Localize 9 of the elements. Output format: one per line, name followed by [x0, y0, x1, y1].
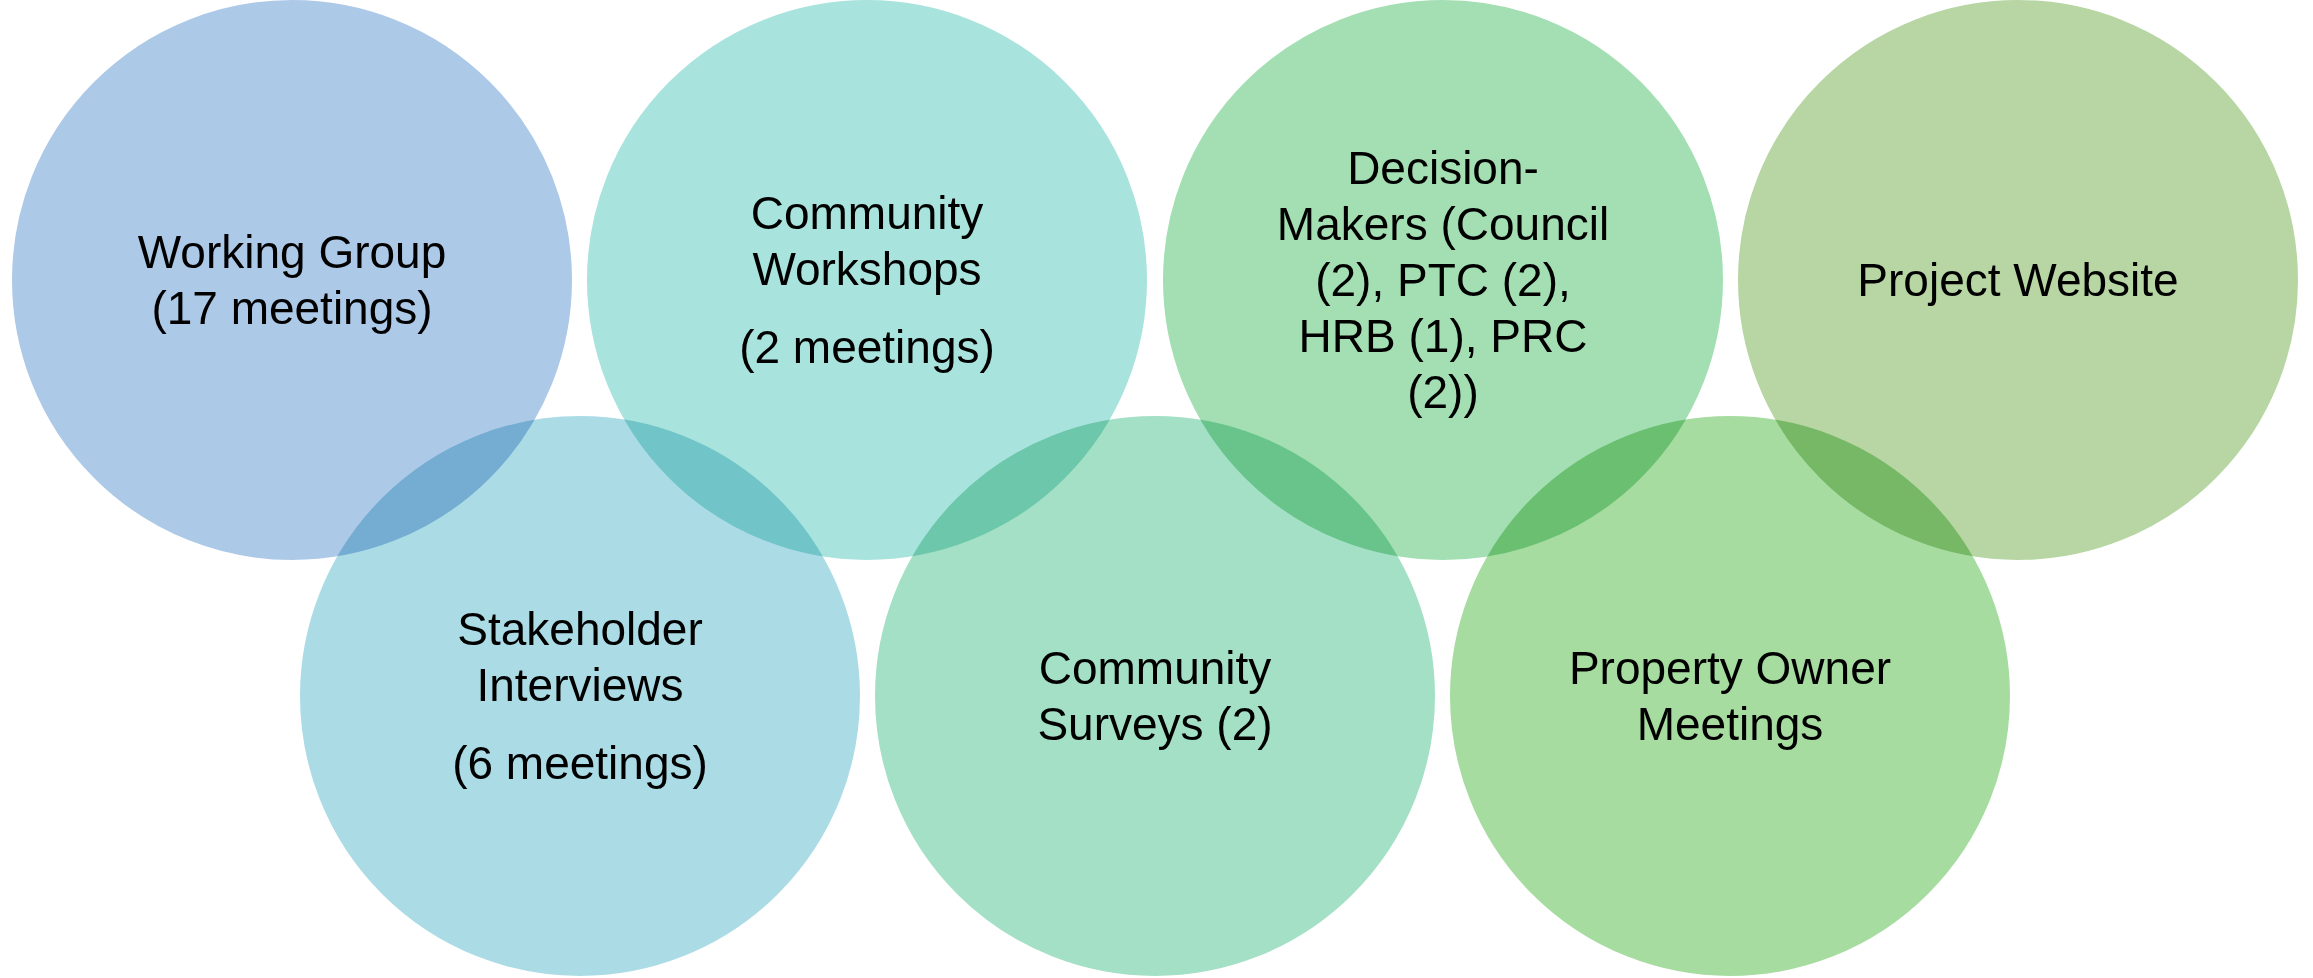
circle-label: Community Workshops [749, 186, 985, 297]
circle-label: Stakeholder Interviews [456, 602, 704, 713]
circle-label: Property Owner Meetings [1567, 641, 1893, 752]
circle-label: Decision-Makers (Council (2), PTC (2), HRB (1), PRC (2)) [1275, 141, 1611, 420]
circle-label: (6 meetings) [452, 736, 708, 791]
circle-label: Working Group (17 meetings) [136, 225, 448, 336]
circle-label: (2 meetings) [739, 320, 995, 375]
circle-label: Community Surveys (2) [1036, 641, 1274, 752]
circle-label: Project Website [1857, 253, 2179, 308]
